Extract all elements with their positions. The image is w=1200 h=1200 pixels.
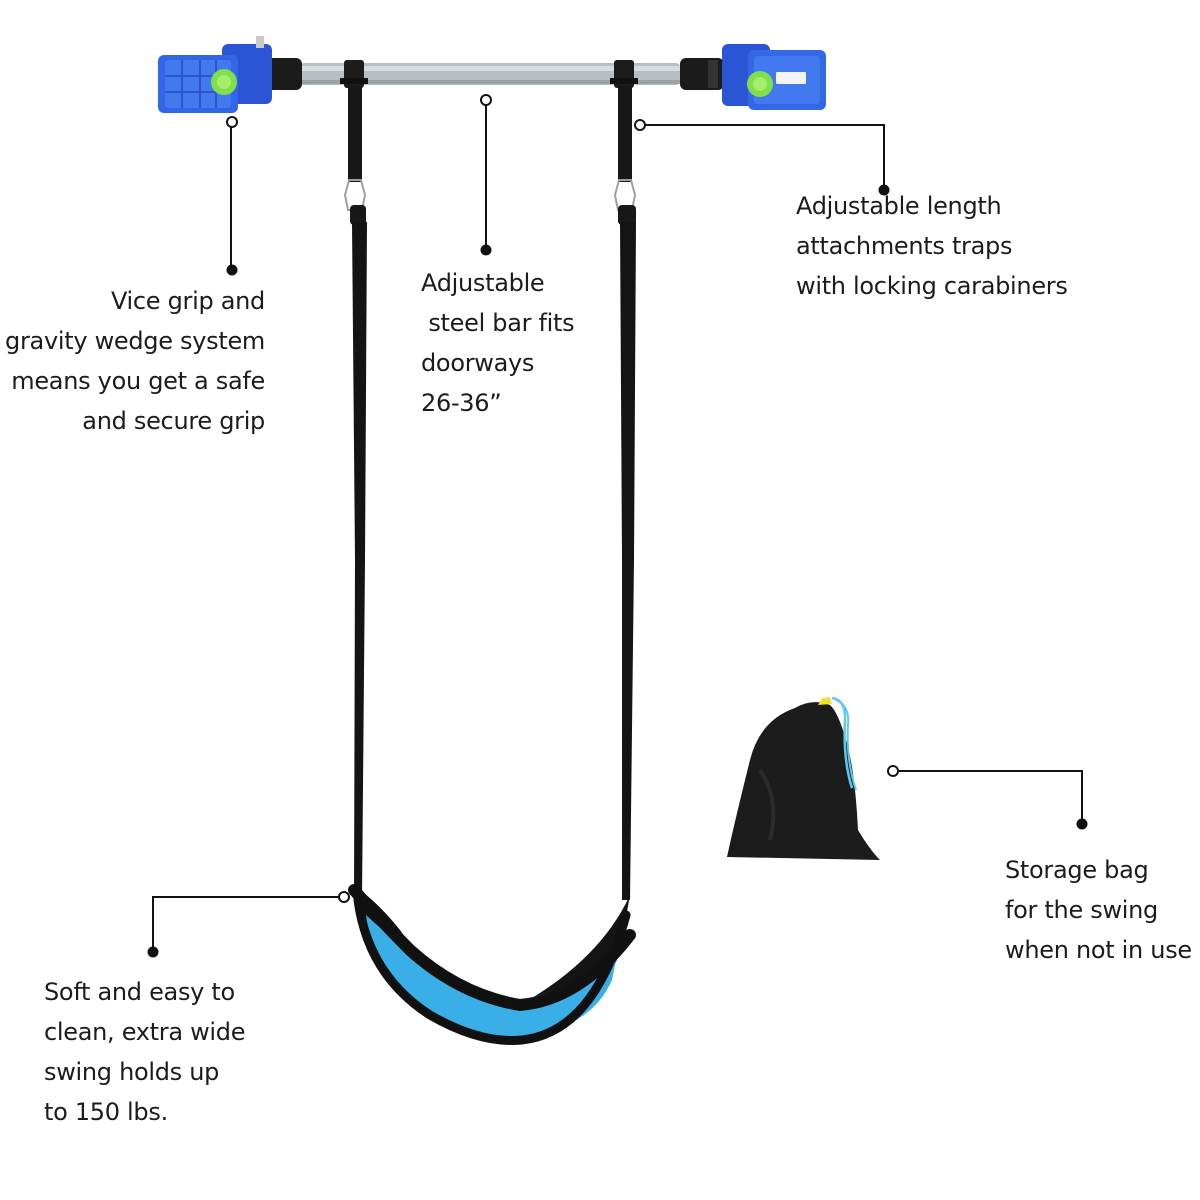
- anchor-open-icon: [480, 94, 492, 106]
- callout-straps: Adjustable length attachments traps with…: [796, 186, 1068, 306]
- anchor-open-icon: [634, 119, 646, 131]
- strap-left: [343, 86, 367, 900]
- callout-line: gravity wedge system: [5, 327, 265, 355]
- callout-line: steel bar fits: [421, 309, 575, 337]
- callout-line: swing holds up: [44, 1058, 220, 1086]
- callout-line: 26-36”: [421, 389, 502, 417]
- anchor-open-icon: [226, 116, 238, 128]
- callout-swing-seat: Soft and easy to clean, extra wide swing…: [44, 972, 245, 1132]
- steel-bar: [300, 63, 680, 85]
- callout-line: means you get a safe: [11, 367, 265, 395]
- callout-line: doorways: [421, 349, 535, 377]
- callout-steel-bar: Adjustable steel bar fits doorways 26-36…: [421, 263, 575, 423]
- cord-toggle-icon: [818, 697, 832, 705]
- storage-bag: [727, 696, 880, 860]
- anchor-dot-icon: [226, 264, 238, 276]
- callout-anchors: [226, 94, 899, 903]
- callout-line: attachments traps: [796, 232, 1013, 260]
- anchor-dot-icon: [480, 244, 492, 256]
- callout-line: with locking carabiners: [796, 272, 1068, 300]
- anchor-open-icon: [887, 765, 899, 777]
- vice-grip-left: [158, 36, 272, 113]
- callout-line: Storage bag: [1005, 856, 1149, 884]
- callout-vice-grip: Vice grip and gravity wedge system means…: [5, 281, 265, 441]
- callout-line: Soft and easy to: [44, 978, 235, 1006]
- anchor-dot-icon: [878, 184, 890, 196]
- vice-grip-right: [722, 44, 826, 110]
- callout-line: and secure grip: [82, 407, 265, 435]
- callout-line: Vice grip and: [110, 287, 265, 315]
- brand-label: [776, 72, 806, 84]
- anchor-dot-icon: [147, 946, 159, 958]
- callout-dots: [147, 184, 1088, 958]
- strap-right: [613, 86, 637, 900]
- callout-line: Adjustable: [421, 269, 545, 297]
- anchor-dot-icon: [1076, 818, 1088, 830]
- callout-line: Adjustable length: [796, 192, 1002, 220]
- callout-line: clean, extra wide: [44, 1018, 246, 1046]
- callout-lines: [152, 104, 1083, 950]
- bar-end-cap-right: [680, 58, 724, 90]
- swing-seat: [348, 884, 636, 1045]
- callout-line: to 150 lbs.: [44, 1098, 168, 1126]
- callout-line: for the swing: [1005, 896, 1158, 924]
- callout-line: when not in use: [1005, 936, 1192, 964]
- anchor-open-icon: [338, 891, 350, 903]
- callout-storage-bag: Storage bag for the swing when not in us…: [1005, 850, 1192, 970]
